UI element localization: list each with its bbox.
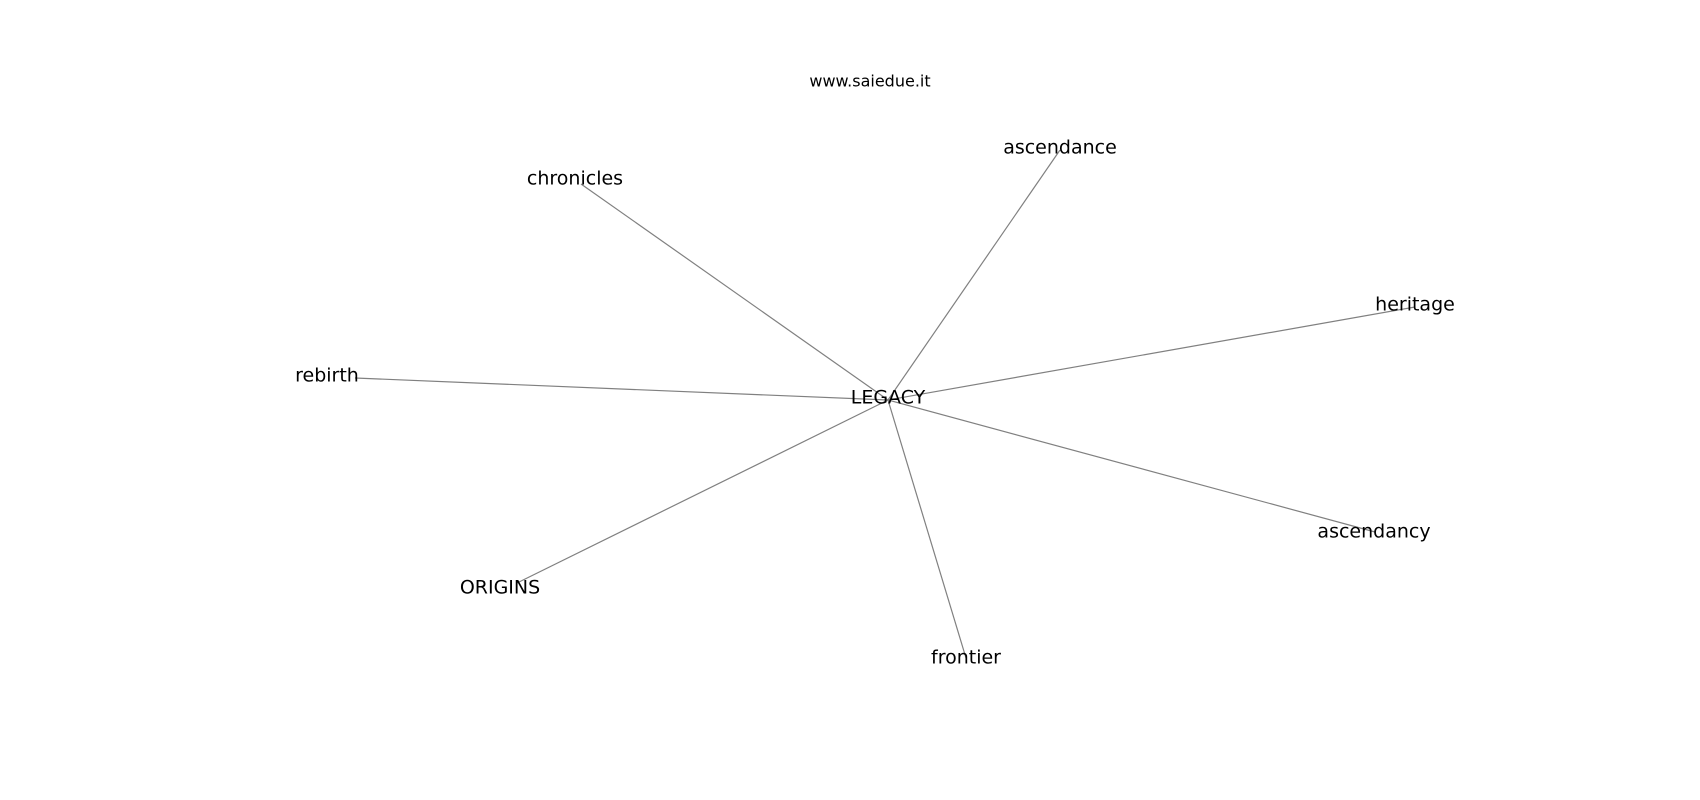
node-label-chronicles: chronicles bbox=[527, 168, 623, 190]
node-label-rebirth: rebirth bbox=[295, 365, 359, 387]
edge-legacy-ascendance bbox=[887, 149, 1061, 401]
node-label-ascendancy: ascendancy bbox=[1317, 521, 1430, 543]
node-label-origins: ORIGINS bbox=[460, 577, 540, 599]
edge-legacy-rebirth bbox=[354, 377, 889, 401]
center-node-label: LEGACY bbox=[851, 387, 926, 409]
node-layer: LEGACY chronicles ascendance heritage re… bbox=[295, 137, 1455, 669]
node-label-heritage: heritage bbox=[1375, 294, 1455, 316]
edge-layer bbox=[354, 149, 1416, 659]
edge-legacy-heritage bbox=[887, 306, 1416, 401]
edge-legacy-chronicles bbox=[580, 183, 889, 401]
node-label-ascendance: ascendance bbox=[1003, 137, 1117, 159]
watermark-label: www.saiedue.it bbox=[809, 72, 930, 91]
node-label-frontier: frontier bbox=[931, 647, 1001, 669]
edge-legacy-origins bbox=[516, 399, 889, 584]
edge-legacy-frontier bbox=[887, 399, 967, 659]
edge-legacy-ascendancy bbox=[887, 399, 1376, 533]
